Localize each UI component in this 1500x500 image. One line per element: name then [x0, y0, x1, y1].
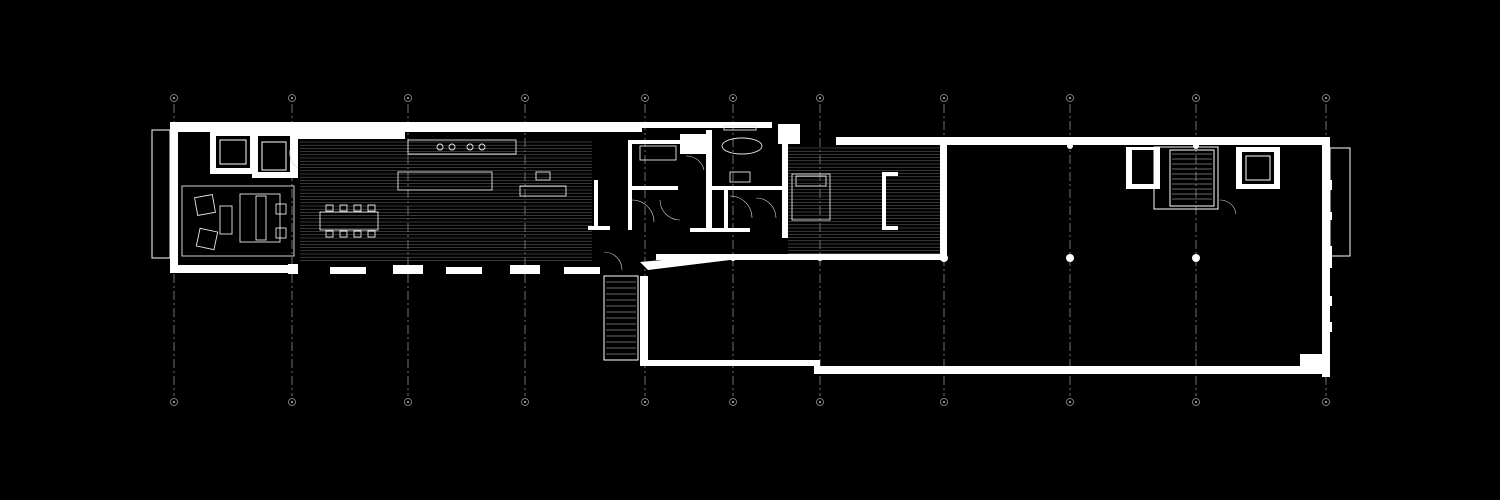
- grid-bubble-icon: [173, 97, 175, 99]
- grid-bubble-icon: [940, 398, 948, 406]
- grid-bubble-icon: [819, 97, 821, 99]
- grid-bubble-icon: [943, 97, 945, 99]
- grid-bubble-icon: [170, 398, 178, 406]
- grid-bubble-icon: [816, 398, 824, 406]
- column-icon: [730, 143, 1332, 332]
- grid-bubble-icon: [524, 97, 526, 99]
- grid-bubble-icon: [288, 398, 296, 406]
- grid-bubble-icon: [1325, 97, 1327, 99]
- dining-chair: [367, 204, 376, 212]
- grid-bubble-icon: [407, 97, 409, 99]
- grid-bubble-icon: [1192, 398, 1200, 406]
- grid-bubble-icon: [644, 401, 646, 403]
- grid-bubble-icon: [170, 94, 178, 102]
- grid-bubble-icon: [1192, 94, 1200, 102]
- grid-bubble-icon: [524, 401, 526, 403]
- grid-bubble-icon: [407, 401, 409, 403]
- grid-bubble-icon: [1066, 94, 1074, 102]
- grid-bubble-icon: [729, 398, 737, 406]
- dining-chair: [339, 204, 348, 212]
- grid-bubble-icon: [1322, 398, 1330, 406]
- grid-bubble-icon: [732, 401, 734, 403]
- door-swing-icon: [289, 149, 1237, 271]
- furniture: [181, 125, 898, 257]
- grid-bubble-icon: [940, 94, 948, 102]
- grid-bubble-icon: [816, 94, 824, 102]
- grid-bubble-icon: [521, 398, 529, 406]
- stair-icon: [603, 149, 1215, 361]
- grid-bubble-icon: [404, 398, 412, 406]
- dining-chair: [325, 230, 334, 238]
- grid-bubble-icon: [1195, 97, 1197, 99]
- dining-chair: [367, 230, 376, 238]
- grid-bubble-icon: [288, 94, 296, 102]
- grid-bubble-icon: [1069, 97, 1071, 99]
- dining-chair: [325, 204, 334, 212]
- grid-bubble-icon: [1069, 401, 1071, 403]
- grid-bubble-icon: [404, 94, 412, 102]
- grid-bubble-icon: [732, 97, 734, 99]
- grid-bubble-icon: [641, 94, 649, 102]
- grid-bubble-icon: [729, 94, 737, 102]
- grid-bubble-icon: [291, 97, 293, 99]
- grid-bubble-icon: [173, 401, 175, 403]
- grid-bubble-icon: [291, 401, 293, 403]
- grid-bubble-icon: [1325, 401, 1327, 403]
- grid-bubble-icon: [521, 94, 529, 102]
- grid-bubble-icon: [943, 401, 945, 403]
- dining-chair: [353, 204, 362, 212]
- grid-bubble-icon: [641, 398, 649, 406]
- grid-bubble-icon: [1195, 401, 1197, 403]
- interior-partitions: [292, 128, 788, 238]
- dining-chair: [339, 230, 348, 238]
- grid-bubble-icon: [1322, 94, 1330, 102]
- closets: [210, 130, 1280, 210]
- floor-hatching: [300, 141, 940, 261]
- grid-bubble-icon: [1066, 398, 1074, 406]
- dining-chair: [353, 230, 362, 238]
- grid-bubble-icon: [644, 97, 646, 99]
- grid-bubble-icon: [819, 401, 821, 403]
